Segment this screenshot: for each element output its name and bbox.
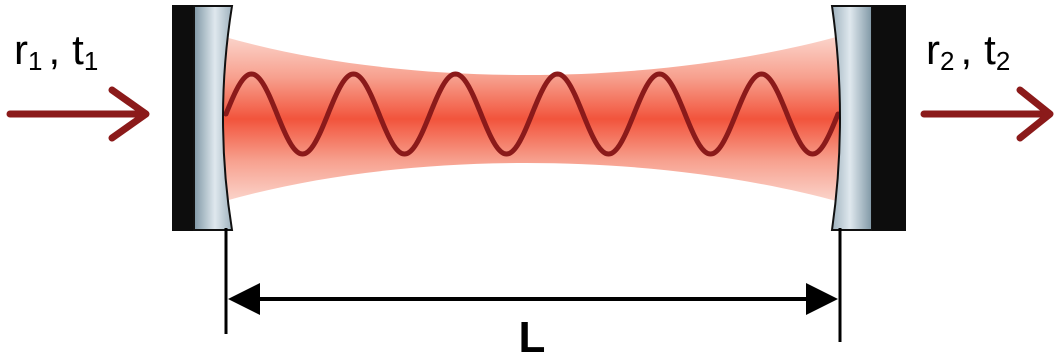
standing-wave [223,71,841,157]
left-t-symbol: t [72,26,84,73]
right-separator: , [960,26,972,73]
cavity-length-dimension [224,228,842,342]
input-arrow-head [108,86,150,142]
cavity-length-label: L [519,313,546,356]
double-arrow-icon [806,283,838,315]
right-mirror [830,5,906,231]
right-r-subscript: 2 [940,46,954,76]
left-mirror-face [193,5,234,231]
right-mirror-face [830,5,873,231]
right-t-symbol: t [984,26,996,73]
left-r-subscript: 1 [28,46,42,76]
right-mirror-label: r2,t2 [926,26,1010,76]
double-arrow-icon [228,283,260,315]
right-mirror-back [872,5,906,231]
left-mirror [172,5,234,231]
left-t-subscript: 1 [84,46,98,76]
output-arrow-head [1016,86,1054,142]
arrow-right-icon [920,86,1054,142]
left-mirror-back [172,5,194,231]
left-separator: , [48,26,60,73]
left-mirror-label: r1,t1 [14,26,98,76]
left-r-symbol: r [14,26,28,73]
right-t-subscript: 2 [996,46,1010,76]
right-r-symbol: r [926,26,940,73]
arrow-right-icon [6,86,150,142]
